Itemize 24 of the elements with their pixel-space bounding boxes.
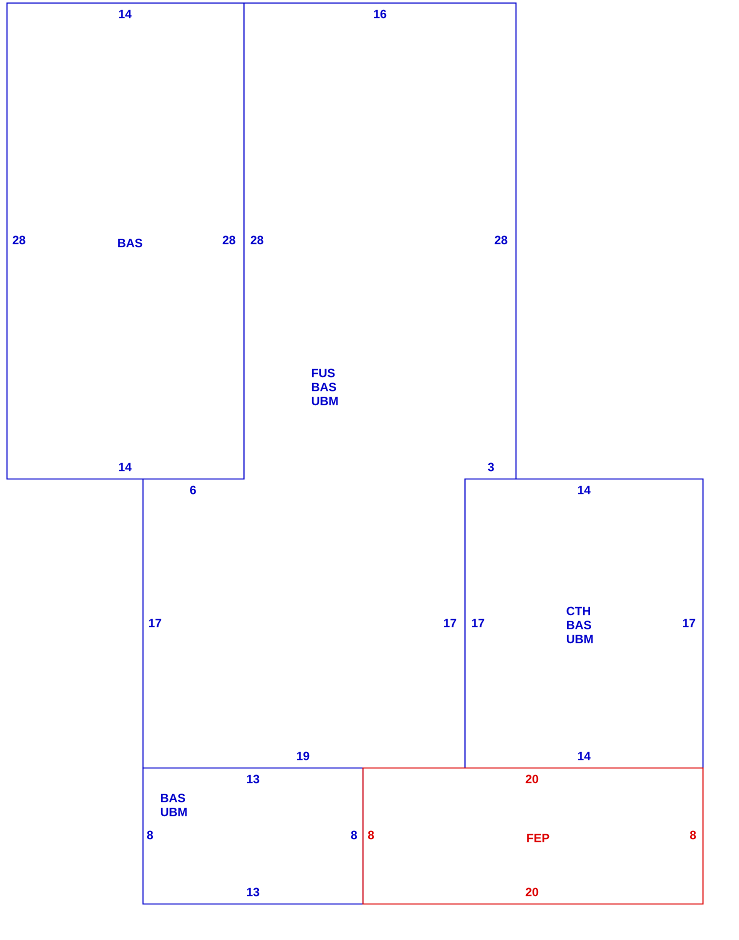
dimension-label: 14 <box>119 10 132 18</box>
dimension-label: 19 <box>297 752 310 760</box>
dimension-label: 14 <box>578 486 591 494</box>
dimension-label: 8 <box>690 830 696 840</box>
dimension-label: 8 <box>351 830 357 840</box>
dimension-label: 14 <box>578 752 591 760</box>
dimension-label: 17 <box>149 618 162 628</box>
dimension-label: 17 <box>472 618 484 628</box>
dimension-label: 8 <box>368 830 374 840</box>
dimension-label: 17 <box>683 618 696 628</box>
dimension-label: 28 <box>12 236 26 244</box>
dimension-label: 3 <box>488 462 494 472</box>
dimension-label: 13 <box>247 774 260 784</box>
dimension-label: 16 <box>374 10 386 18</box>
dimension-label: 6 <box>190 486 196 494</box>
dimension-label: 13 <box>247 888 260 896</box>
dimension-label: 8 <box>147 830 153 840</box>
dimension-label: 14 <box>119 462 132 472</box>
dimension-label: 20 <box>526 888 538 896</box>
dimension-label: 28 <box>250 236 264 244</box>
dimension-label: 20 <box>526 774 538 784</box>
dimension-label: 28 <box>494 236 508 244</box>
dimension-label: 28 <box>222 236 236 244</box>
dimension-label: 17 <box>444 618 456 628</box>
